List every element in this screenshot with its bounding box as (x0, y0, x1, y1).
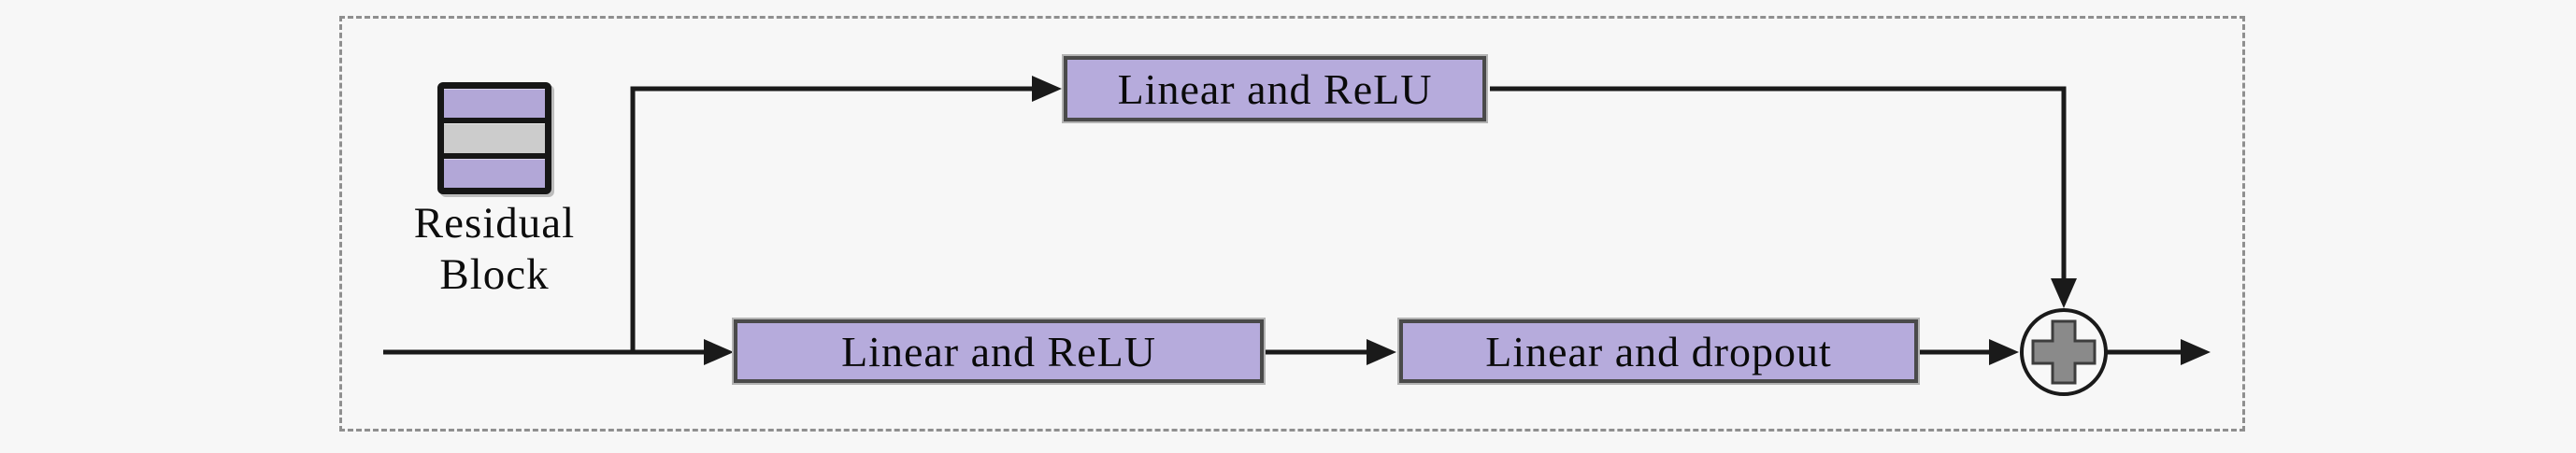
icon-layer-bottom (444, 158, 545, 188)
icon-layer-top (444, 89, 545, 119)
icon-divider (444, 118, 545, 124)
residual-block-label: Residual Block (345, 198, 644, 301)
node-linear-relu-top: Linear and ReLU (1064, 56, 1486, 121)
node-linear-relu-bottom: Linear and ReLU (734, 319, 1264, 383)
diagram-dashed-border (339, 16, 2245, 432)
residual-block-icon (437, 82, 551, 194)
icon-divider (444, 152, 545, 159)
residual-block-label-line2: Block (439, 250, 550, 299)
icon-layer-middle (444, 123, 545, 153)
residual-block-label-line1: Residual (413, 199, 576, 248)
node-linear-dropout: Linear and dropout (1399, 319, 1918, 383)
